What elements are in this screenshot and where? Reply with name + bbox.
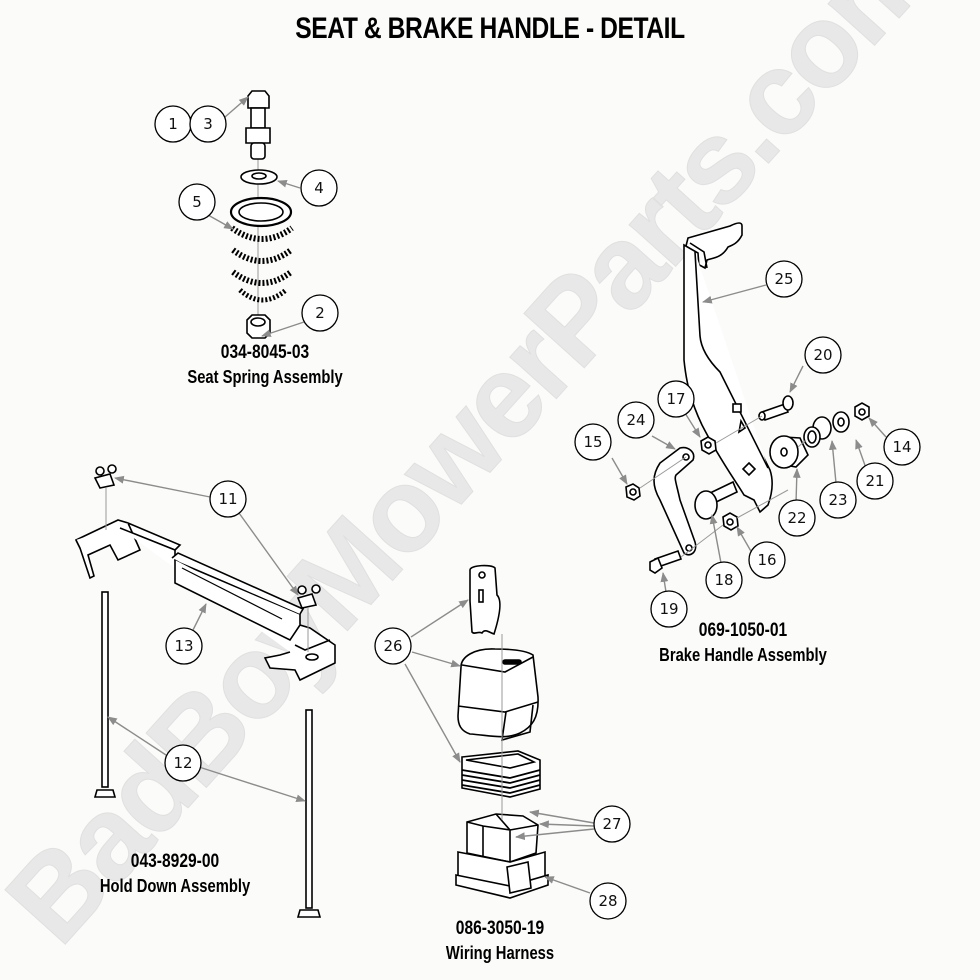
wiring-leaders [404, 599, 595, 894]
svg-text:12: 12 [173, 754, 192, 772]
relay-base-icon [455, 813, 549, 899]
hold-down-assembly [74, 464, 336, 918]
callout-17[interactable]: 17 [657, 380, 695, 418]
nut-icon [854, 402, 870, 421]
callout-24[interactable]: 24 [617, 401, 655, 439]
part-number: 043-8929-00 [130, 851, 220, 872]
svg-text:18: 18 [714, 571, 733, 589]
callout-20[interactable]: 20 [804, 336, 842, 374]
svg-text:17: 17 [666, 390, 685, 408]
callout-13[interactable]: 13 [165, 627, 203, 665]
svg-text:4: 4 [314, 179, 324, 197]
washer-icon [240, 169, 278, 185]
callout-1[interactable]: 1 [154, 105, 192, 143]
bolt-icon [245, 90, 271, 160]
callout-27[interactable]: 27 [593, 805, 631, 843]
svg-text:21: 21 [865, 472, 884, 490]
svg-text:11: 11 [218, 490, 237, 508]
hold-down-assembly-label: 043-8929-00 Hold Down Assembly [93, 850, 257, 898]
svg-text:14: 14 [892, 438, 911, 456]
part-number: 034-8045-03 [220, 342, 310, 363]
svg-text:26: 26 [383, 637, 402, 655]
bolt-icon [758, 395, 794, 422]
part-number: 086-3050-19 [455, 918, 545, 939]
nut-icon [625, 483, 641, 501]
bolt-icon [649, 549, 683, 574]
relay-cover-icon [457, 648, 539, 742]
mounting-bracket-icon [469, 564, 501, 635]
assembly-name: Wiring Harness [445, 943, 555, 963]
nut-icon [722, 512, 739, 531]
callout-28[interactable]: 28 [589, 882, 627, 920]
callout-18[interactable]: 18 [705, 561, 743, 599]
svg-text:28: 28 [598, 892, 617, 910]
callout-14[interactable]: 14 [883, 428, 921, 466]
seat-leaders [207, 96, 305, 337]
wing-nut-icon [93, 464, 117, 489]
svg-text:16: 16 [757, 551, 776, 569]
callout-15[interactable]: 15 [574, 423, 612, 461]
washer-icon [832, 411, 850, 433]
part-number: 069-1050-01 [698, 620, 788, 641]
svg-text:20: 20 [813, 346, 832, 364]
callout-22[interactable]: 22 [778, 499, 816, 537]
wiring-harness-assembly [455, 564, 549, 899]
wiring-harness-assembly-label: 086-3050-19 Wiring Harness [418, 917, 582, 965]
callout-21[interactable]: 21 [856, 462, 894, 500]
callout-3[interactable]: 3 [189, 105, 227, 143]
assembly-name: Hold Down Assembly [99, 876, 251, 896]
callout-23[interactable]: 23 [819, 481, 857, 519]
nut-icon [700, 436, 717, 455]
roller-icon [769, 435, 809, 469]
svg-text:23: 23 [828, 491, 847, 509]
threaded-rod-icon [296, 709, 322, 918]
svg-text:19: 19 [659, 600, 678, 618]
callout-2[interactable]: 2 [301, 294, 339, 332]
svg-text:25: 25 [774, 270, 793, 288]
callout-11[interactable]: 11 [209, 480, 247, 518]
svg-text:3: 3 [203, 115, 213, 133]
threaded-rod-icon [93, 591, 117, 798]
svg-text:5: 5 [192, 193, 202, 211]
link-plate-icon [653, 446, 697, 556]
spring-icon [229, 196, 294, 303]
callout-5[interactable]: 5 [178, 183, 216, 221]
bushing-icon [803, 416, 832, 448]
svg-text:27: 27 [602, 815, 621, 833]
brake-leaders [611, 284, 887, 593]
seat-spring-assembly-label: 034-8045-03 Seat Spring Assembly [183, 341, 347, 389]
wing-nut-icon [296, 584, 321, 609]
svg-text:15: 15 [583, 433, 602, 451]
svg-text:2: 2 [315, 304, 325, 322]
callout-25[interactable]: 25 [765, 260, 803, 298]
page-title: SEAT & BRAKE HANDLE - DETAIL [295, 12, 685, 45]
brake-handle-assembly-label: 069-1050-01 Brake Handle Assembly [653, 619, 833, 667]
hold-down-leaders [107, 475, 306, 803]
brake-handle-assembly [625, 222, 870, 574]
pin-icon [694, 480, 739, 520]
hold-down-bracket-icon [74, 519, 336, 682]
callout-26[interactable]: 26 [374, 627, 412, 665]
handle-grip-icon [685, 222, 743, 270]
callout-12[interactable]: 12 [164, 744, 202, 782]
svg-text:24: 24 [626, 411, 645, 429]
svg-text:1: 1 [168, 115, 178, 133]
brake-lever-icon [683, 243, 773, 514]
callout-4[interactable]: 4 [300, 169, 338, 207]
callout-19[interactable]: 19 [650, 590, 688, 628]
gasket-icon [461, 750, 541, 798]
seat-spring-assembly [229, 90, 294, 339]
assembly-name: Seat Spring Assembly [187, 367, 343, 387]
callout-16[interactable]: 16 [748, 541, 786, 579]
svg-text:22: 22 [787, 509, 806, 527]
assembly-name: Brake Handle Assembly [659, 645, 827, 665]
svg-text:13: 13 [174, 637, 193, 655]
